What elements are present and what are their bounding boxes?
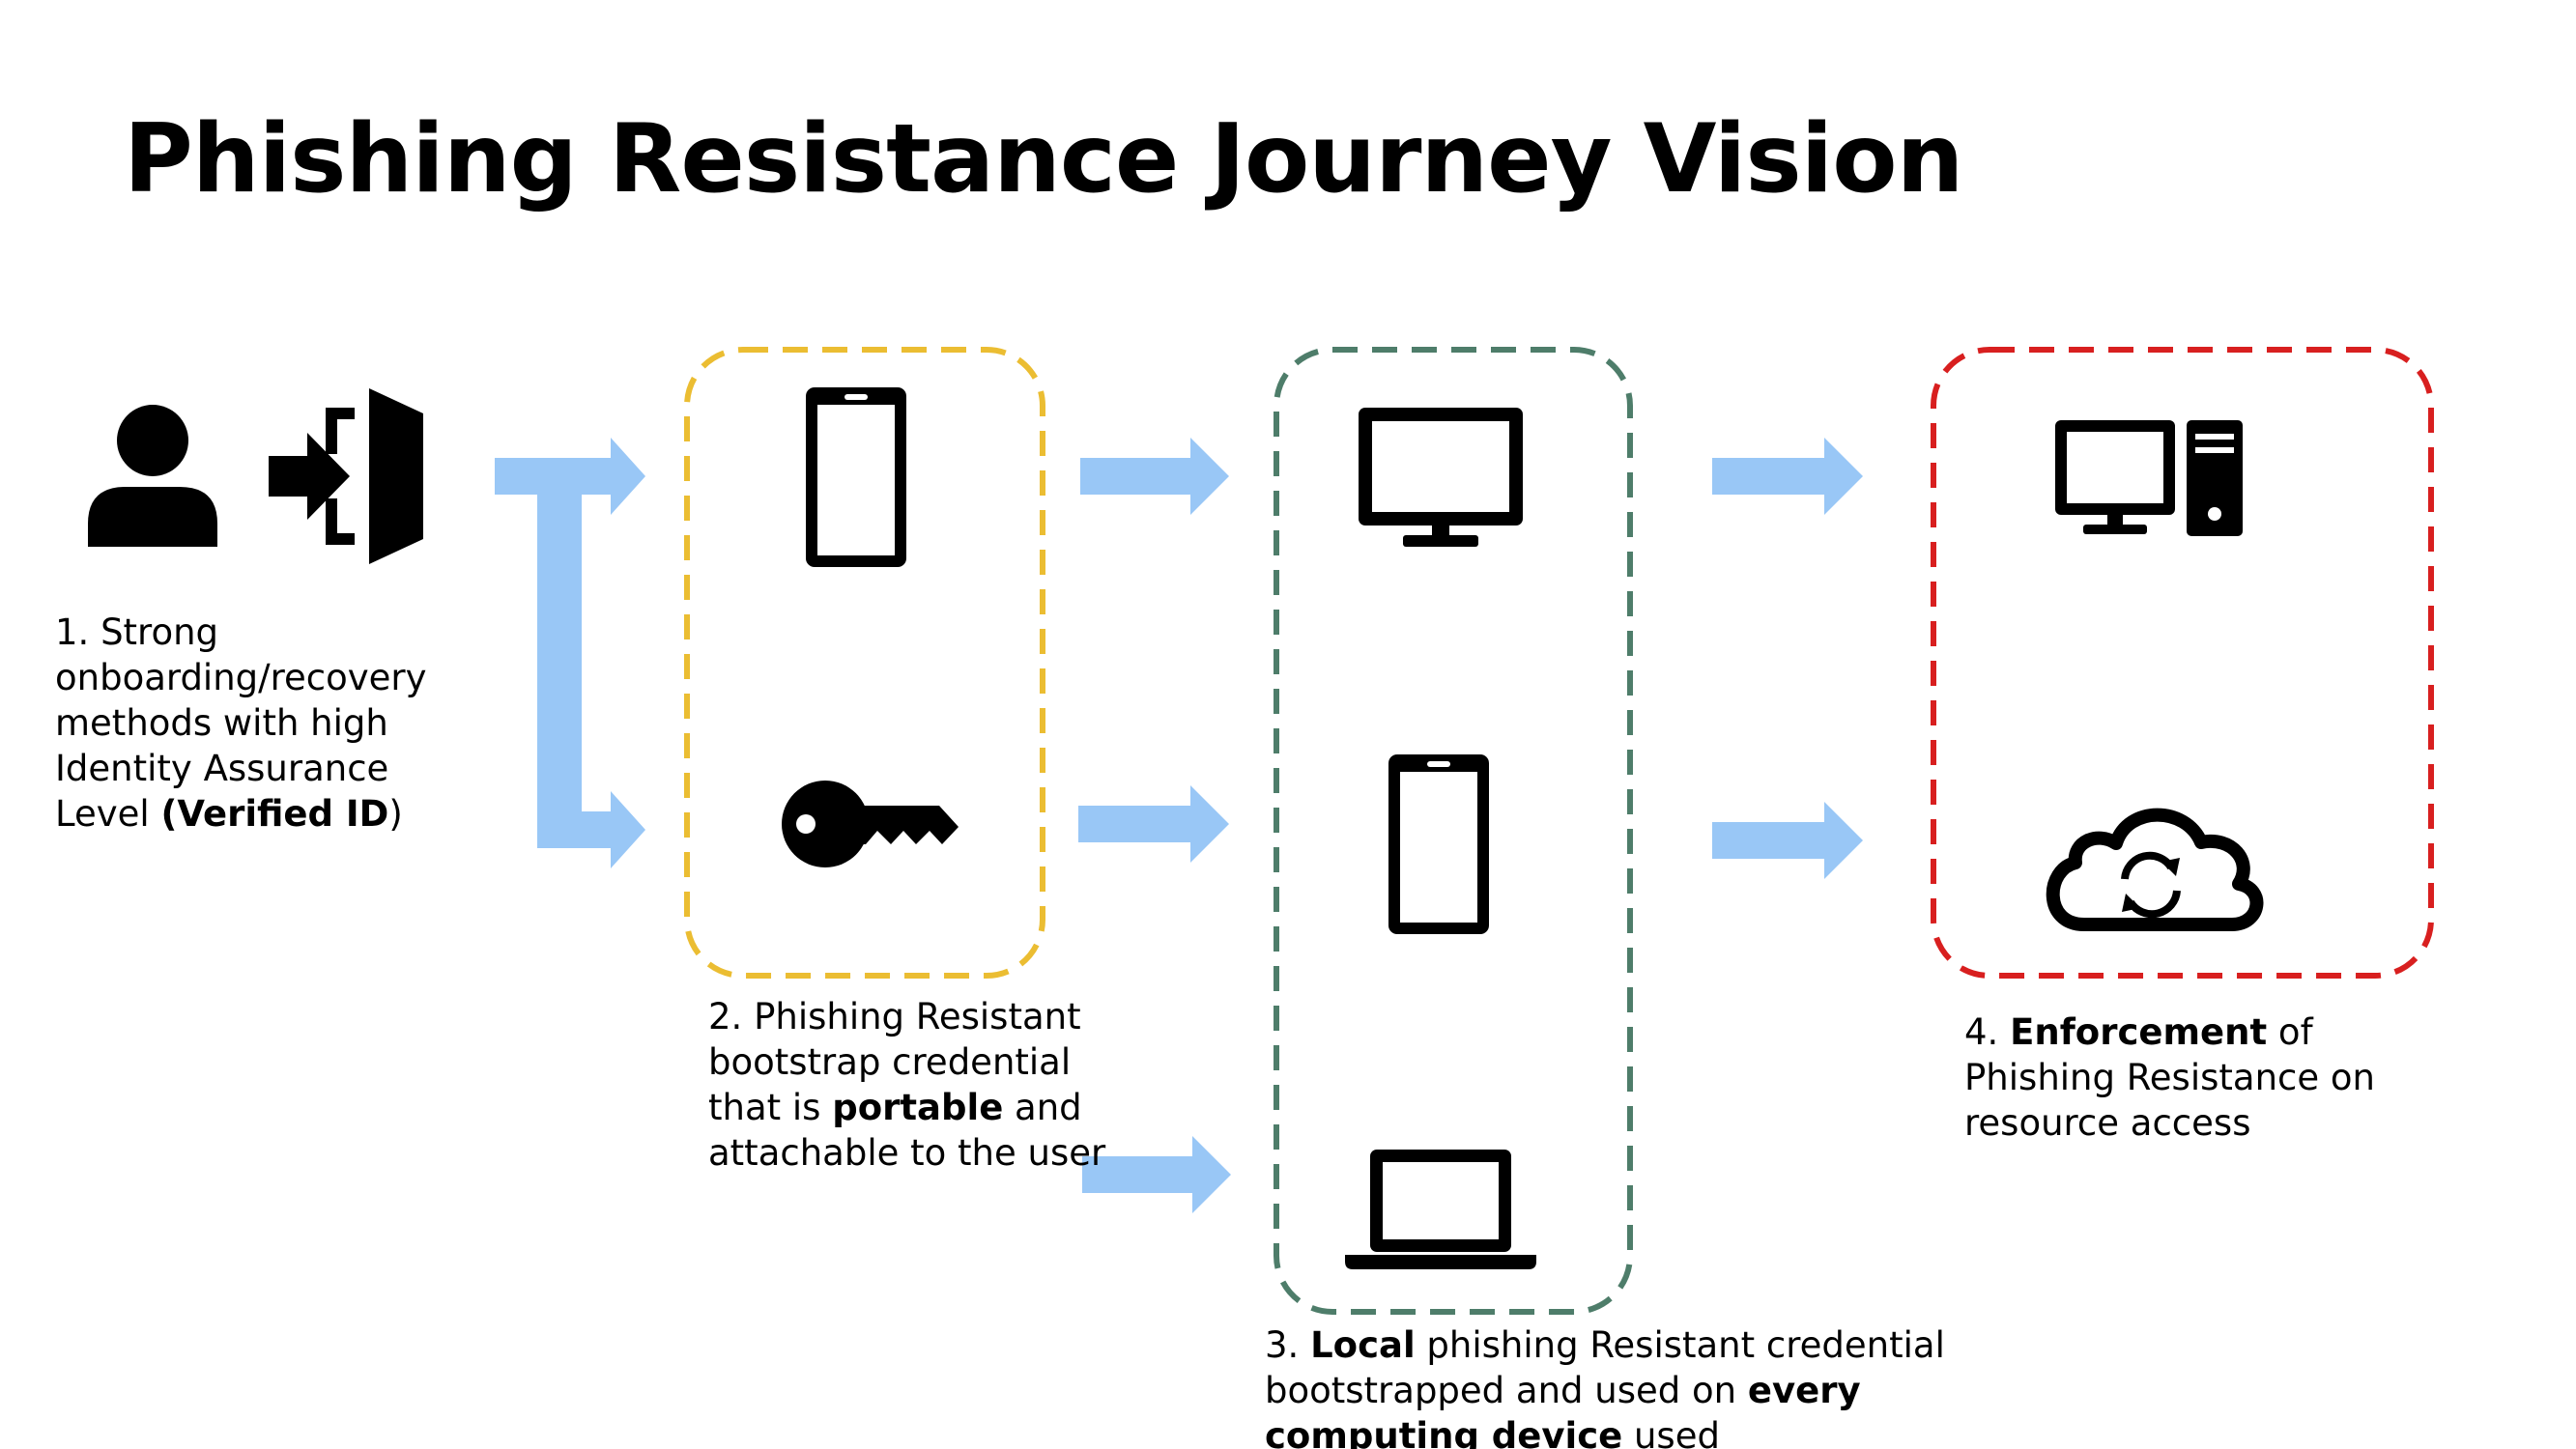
caption-emphasis: computing device — [1265, 1415, 1623, 1449]
step3-caption: 3. Local phishing Resistant credential b… — [1265, 1322, 1945, 1449]
arrow-step2-to-laptop — [1082, 1136, 1231, 1213]
caption-line: onboarding/recovery — [55, 657, 427, 698]
caption-line: bootstrapped and used on every — [1265, 1368, 1945, 1413]
caption-line: computing device used — [1265, 1413, 1945, 1449]
caption-line: that is portable and — [708, 1085, 1105, 1130]
step4-group-box — [1931, 347, 2434, 979]
step2-caption: 2. Phishing Resistant bootstrap credenti… — [708, 994, 1105, 1176]
caption-text: 4. — [1964, 1011, 2011, 1053]
arrow-key-to-phone — [1078, 785, 1229, 863]
caption-line: 3. Local phishing Resistant credential — [1265, 1322, 1945, 1368]
caption-text: ( — [160, 793, 178, 835]
caption-line: 4. Enforcement of — [1964, 1009, 2375, 1055]
sign-in-icon — [269, 388, 423, 564]
step3-group-box — [1274, 347, 1633, 1315]
caption-line: 2. Phishing Resistant — [708, 996, 1081, 1037]
caption-text: that is — [708, 1087, 833, 1128]
caption-line: Phishing Resistance on — [1964, 1057, 2375, 1098]
caption-line: 1. Strong — [55, 611, 219, 653]
caption-text: ) — [388, 793, 403, 835]
caption-line: Identity Assurance — [55, 748, 389, 789]
arrow-to-cloud — [1712, 802, 1863, 879]
caption-emphasis: Enforcement — [2010, 1011, 2268, 1053]
caption-line: methods with high — [55, 702, 388, 744]
caption-text: bootstrapped and used on — [1265, 1370, 1748, 1411]
step2-group-box — [684, 347, 1045, 979]
caption-text: and — [1003, 1087, 1082, 1128]
user-icon — [88, 405, 217, 547]
desktop-monitor-icon — [1359, 408, 1523, 547]
step1-caption: 1. Strong onboarding/recovery methods wi… — [55, 610, 427, 837]
laptop-icon — [1345, 1150, 1536, 1269]
desktop-tower-icon — [2055, 420, 2243, 536]
caption-text: Level — [55, 793, 161, 835]
mobile-phone-icon — [806, 387, 906, 567]
caption-text: 3. — [1265, 1324, 1311, 1366]
arrow-to-desktop-tower — [1712, 438, 1863, 515]
caption-text: used — [1622, 1415, 1720, 1449]
caption-emphasis: portable — [832, 1087, 1004, 1128]
caption-text: of — [2267, 1011, 2313, 1053]
caption-line: Level (Verified ID) — [55, 791, 427, 837]
branch-connector-arrow — [495, 438, 645, 868]
step4-caption: 4. Enforcement of Phishing Resistance on… — [1964, 1009, 2375, 1146]
caption-text: phishing Resistant credential — [1415, 1324, 1945, 1366]
caption-line: resource access — [1964, 1102, 2251, 1144]
cloud-sync-icon — [2046, 808, 2264, 931]
key-icon — [782, 781, 959, 867]
caption-line: bootstrap credential — [708, 1041, 1072, 1083]
arrow-phone-to-desktop — [1080, 438, 1229, 515]
caption-line: attachable to the user — [708, 1132, 1106, 1174]
caption-emphasis: Local — [1310, 1324, 1416, 1366]
slide-title: Phishing Resistance Journey Vision — [124, 104, 1963, 214]
caption-emphasis: Verified ID — [177, 793, 389, 835]
caption-emphasis: every — [1747, 1370, 1861, 1411]
mobile-phone-icon — [1388, 754, 1489, 934]
